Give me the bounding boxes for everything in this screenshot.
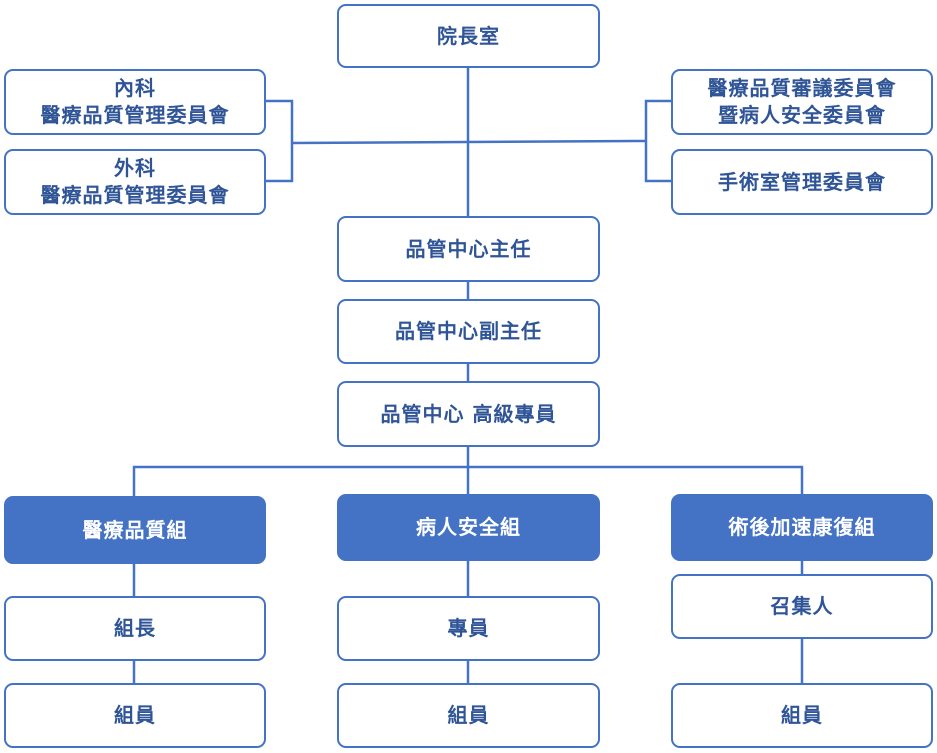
director-office-label: 院長室 [437, 23, 500, 48]
member-label: 專員 [447, 616, 490, 640]
member-label: 組員 [781, 703, 823, 727]
chain-label: 品管中心 高級專員 [380, 401, 557, 426]
committee-line-1: 手術室管理委員會 [718, 169, 886, 194]
chain-label: 品管中心主任 [405, 236, 532, 261]
group-3-member-box: 組員 [671, 683, 933, 748]
qm-center-deputy-director-box: 品管中心副主任 [337, 299, 600, 364]
committee-line-2: 醫療品質管理委員會 [40, 183, 230, 207]
committee-line-2: 醫療品質管理委員會 [40, 103, 230, 127]
chain-label: 品管中心副主任 [395, 319, 542, 343]
group-1-leader-box: 組長 [4, 596, 266, 661]
quality-review-patient-safety-committee-box: 醫療品質審議委員會 暨病人安全委員會 [671, 69, 933, 135]
qm-center-senior-specialist-box: 品管中心 高級專員 [337, 381, 600, 447]
committee-connector-line [291, 139, 647, 145]
committee-line-1: 醫療品質審議委員會 [707, 76, 897, 100]
group-1-member-box: 組員 [4, 683, 266, 748]
group-label: 病人安全組 [416, 515, 521, 539]
patient-safety-group-box: 病人安全組 [337, 494, 600, 561]
committee-line-1: 內科 [114, 76, 156, 100]
eras-group-box: 術後加速康復組 [671, 494, 933, 561]
group-label: 醫療品質組 [82, 517, 188, 542]
member-label: 組長 [114, 616, 156, 640]
group-2-specialist-box: 專員 [337, 596, 600, 661]
left-bracket [266, 99, 294, 183]
group-label: 術後加速康復組 [728, 515, 876, 539]
qm-center-director-box: 品管中心主任 [337, 216, 600, 282]
right-bracket [644, 99, 671, 183]
surgery-committee-box: 外科 醫療品質管理委員會 [4, 149, 266, 215]
medical-quality-group-box: 醫療品質組 [4, 496, 266, 564]
group-3-convener-box: 召集人 [671, 574, 933, 639]
committee-line-1: 外科 [114, 156, 156, 180]
member-label: 組員 [447, 703, 490, 727]
internal-medicine-committee-box: 內科 醫療品質管理委員會 [4, 69, 266, 135]
group-2-member-box: 組員 [337, 683, 600, 748]
operating-room-committee-box: 手術室管理委員會 [671, 149, 933, 215]
member-label: 組員 [114, 703, 156, 727]
director-office-box: 院長室 [337, 4, 600, 68]
member-label: 召集人 [770, 594, 834, 618]
committee-line-2: 暨病人安全委員會 [718, 103, 886, 127]
